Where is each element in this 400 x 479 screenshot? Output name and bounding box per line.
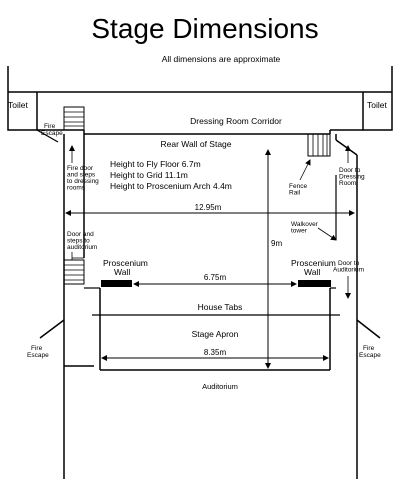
corridor-label: Dressing Room Corridor (190, 116, 282, 126)
dim-apron: 8.35m (204, 348, 227, 357)
page-title: Stage Dimensions (91, 13, 318, 44)
auditorium-label: Auditorium (202, 382, 238, 391)
dim-depth: 9m (271, 239, 282, 248)
toilet-left-label: Toilet (8, 100, 28, 110)
stage-apron-label: Stage Apron (192, 329, 239, 339)
proscenium-right-label: Proscenium Wall (291, 258, 338, 277)
door-auditorium-label: Door to Auditorium (333, 260, 364, 274)
height-grid: Height to Grid 11.1m (110, 170, 188, 180)
height-fly-floor: Height to Fly Floor 6.7m (110, 159, 201, 169)
toilet-right-label: Toilet (367, 100, 387, 110)
fire-door-steps-label: Fire door and steps to dressing rooms (67, 165, 101, 192)
fire-escape-right-label: Fire Escape (359, 345, 381, 359)
steps-top-left (63, 106, 85, 131)
proscenium-wall-left (101, 280, 132, 287)
stage-area (83, 134, 337, 371)
dim-proscenium: 6.75m (204, 273, 227, 282)
rear-wall-label: Rear Wall of Stage (160, 139, 231, 149)
page-subtitle: All dimensions are approximate (162, 54, 281, 64)
arrow-walkover-tower (317, 227, 337, 241)
steps-left-auditorium (63, 259, 85, 285)
fire-escape-left-label: Fire Escape (27, 345, 49, 359)
dim-rear-width: 12.95m (195, 203, 222, 212)
arrow-fenced-rail (299, 159, 311, 181)
walkover-tower-label: Walkover tower (291, 221, 320, 235)
house-tabs-label: House Tabs (198, 302, 243, 312)
fire-escape-top-label: Fire Escape (41, 123, 63, 137)
door-dressing-room-label: Door to Dressing Room. (339, 167, 366, 187)
proscenium-wall-right (298, 280, 331, 287)
door-steps-auditorium-label: Door and steps to auditorium (67, 231, 97, 251)
height-proscenium-arch: Height to Proscenium Arch 4.4m (110, 181, 232, 191)
proscenium-left-label: Proscenium Wall (103, 258, 150, 277)
fenced-rail-label: Fence Rail (289, 183, 309, 197)
steps-top-right (307, 133, 331, 157)
